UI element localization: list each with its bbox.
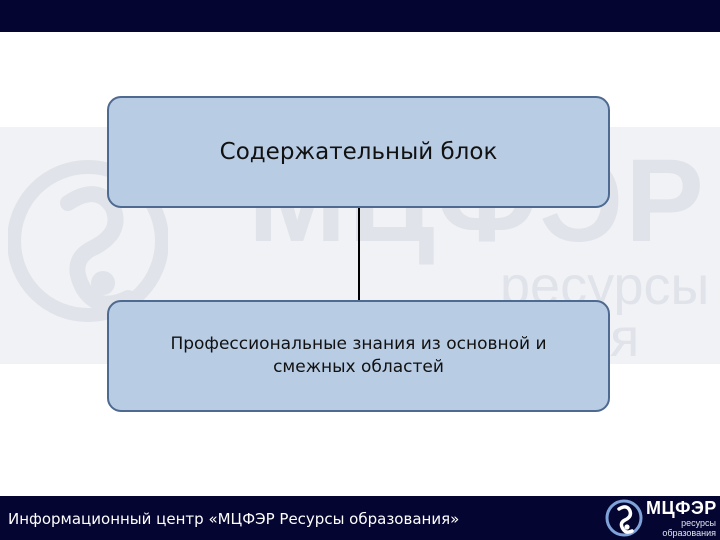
- logo-brand: МЦФЭР: [646, 498, 717, 518]
- footer-logo: МЦФЭР ресурсы образования: [604, 496, 720, 540]
- logo-emblem-icon: [605, 499, 643, 537]
- diagram-box-bottom-label: Профессиональные знания из основной и см…: [170, 334, 547, 377]
- footer-caption: Информационный центр «МЦФЭР Ресурсы обра…: [8, 510, 460, 528]
- footer-bar: Информационный центр «МЦФЭР Ресурсы обра…: [0, 496, 720, 540]
- logo-sub-line1: ресурсы: [681, 518, 716, 528]
- watermark-emblem-icon: [8, 160, 168, 322]
- diagram-box-top: Содержательный блок: [107, 96, 610, 208]
- diagram-connector-line: [358, 208, 360, 300]
- top-bar: [0, 0, 720, 32]
- logo-sub-line2: образования: [662, 528, 716, 538]
- diagram-box-top-label: Содержательный блок: [219, 139, 498, 165]
- diagram-box-bottom: Профессиональные знания из основной и см…: [107, 300, 610, 412]
